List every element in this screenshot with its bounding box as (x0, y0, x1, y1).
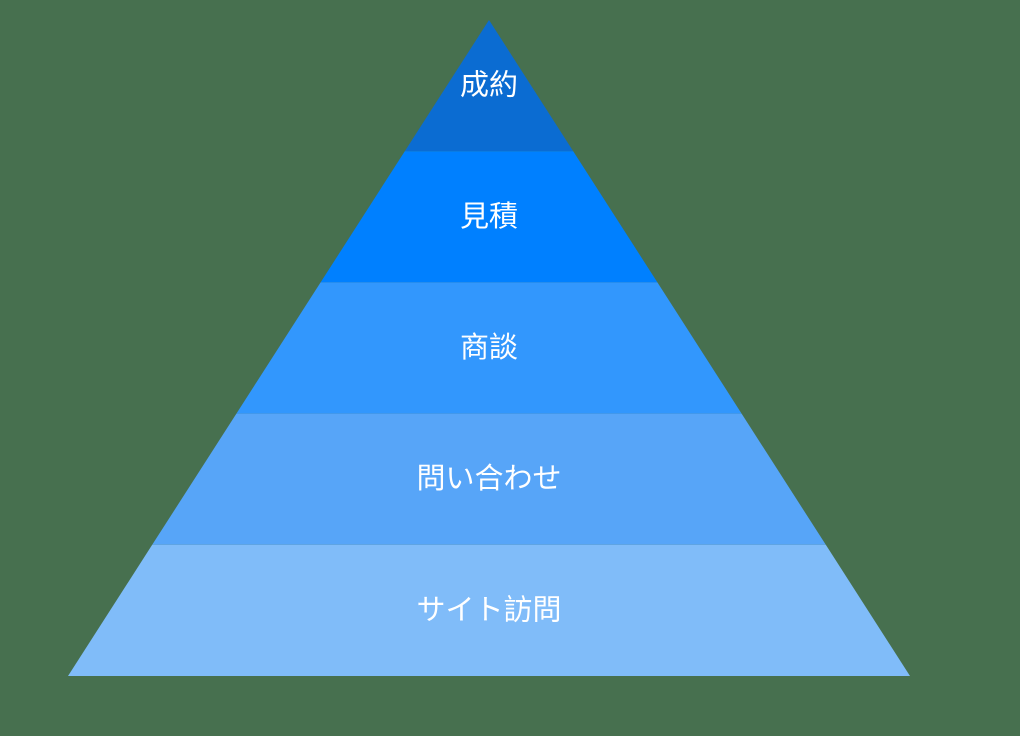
pyramid-segment-label-0: 成約 (460, 69, 518, 102)
pyramid-segment-label-4: サイト訪問 (416, 593, 561, 626)
pyramid-segment-label-1: 見積 (460, 200, 518, 233)
pyramid-segment-2 (236, 282, 742, 414)
pyramid-segment-1 (320, 151, 658, 283)
pyramid-segment-label-3: 問い合わせ (416, 462, 561, 495)
pyramid-segment-0 (404, 20, 574, 152)
pyramid-segment-3 (152, 413, 826, 545)
pyramid-segment-4 (68, 544, 910, 676)
pyramid-segment-label-2: 商談 (460, 331, 518, 364)
